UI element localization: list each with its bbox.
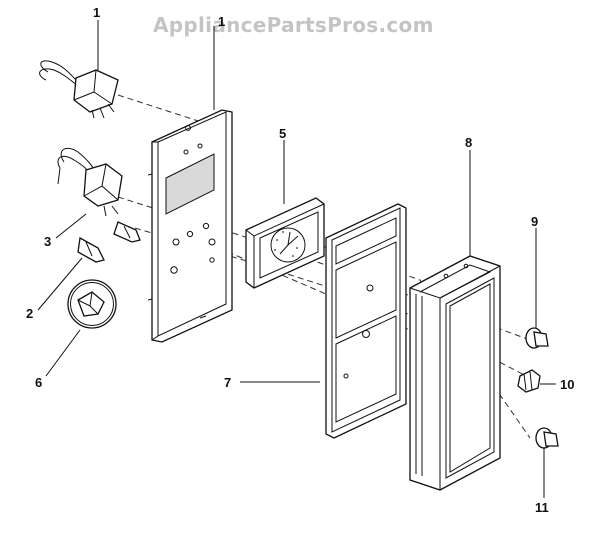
callout-6: 6 [35,375,42,390]
callout-11: 11 [535,500,549,515]
callout-3: 3 [44,234,51,249]
callout-9: 9 [531,214,538,229]
part-thermostat-1 [39,60,119,119]
part-knob-11 [535,427,559,449]
part-knob-9 [525,327,549,349]
part-detail-6 [67,279,117,329]
part-panel-bracket-1 [147,109,233,343]
callout-1-thermostat: 1 [93,5,100,20]
part-insert-10 [517,369,541,393]
part-panel-face-7 [325,203,407,439]
part-thermostat-3 [57,147,123,217]
callout-1-bracket: 1 [218,14,225,29]
callout-2: 2 [26,306,33,321]
watermark-text: AppliancePartsPros.com [153,13,434,37]
part-frame-8 [409,255,501,491]
part-clock-5 [245,197,325,289]
leader-lines [37,20,556,498]
callout-7: 7 [224,375,231,390]
part-shaft-2 [77,221,141,263]
callout-5: 5 [279,126,286,141]
callout-numbers: 1 1 3 2 5 8 6 7 9 10 11 [26,5,574,515]
callout-8: 8 [465,135,472,150]
callout-10: 10 [560,377,574,392]
